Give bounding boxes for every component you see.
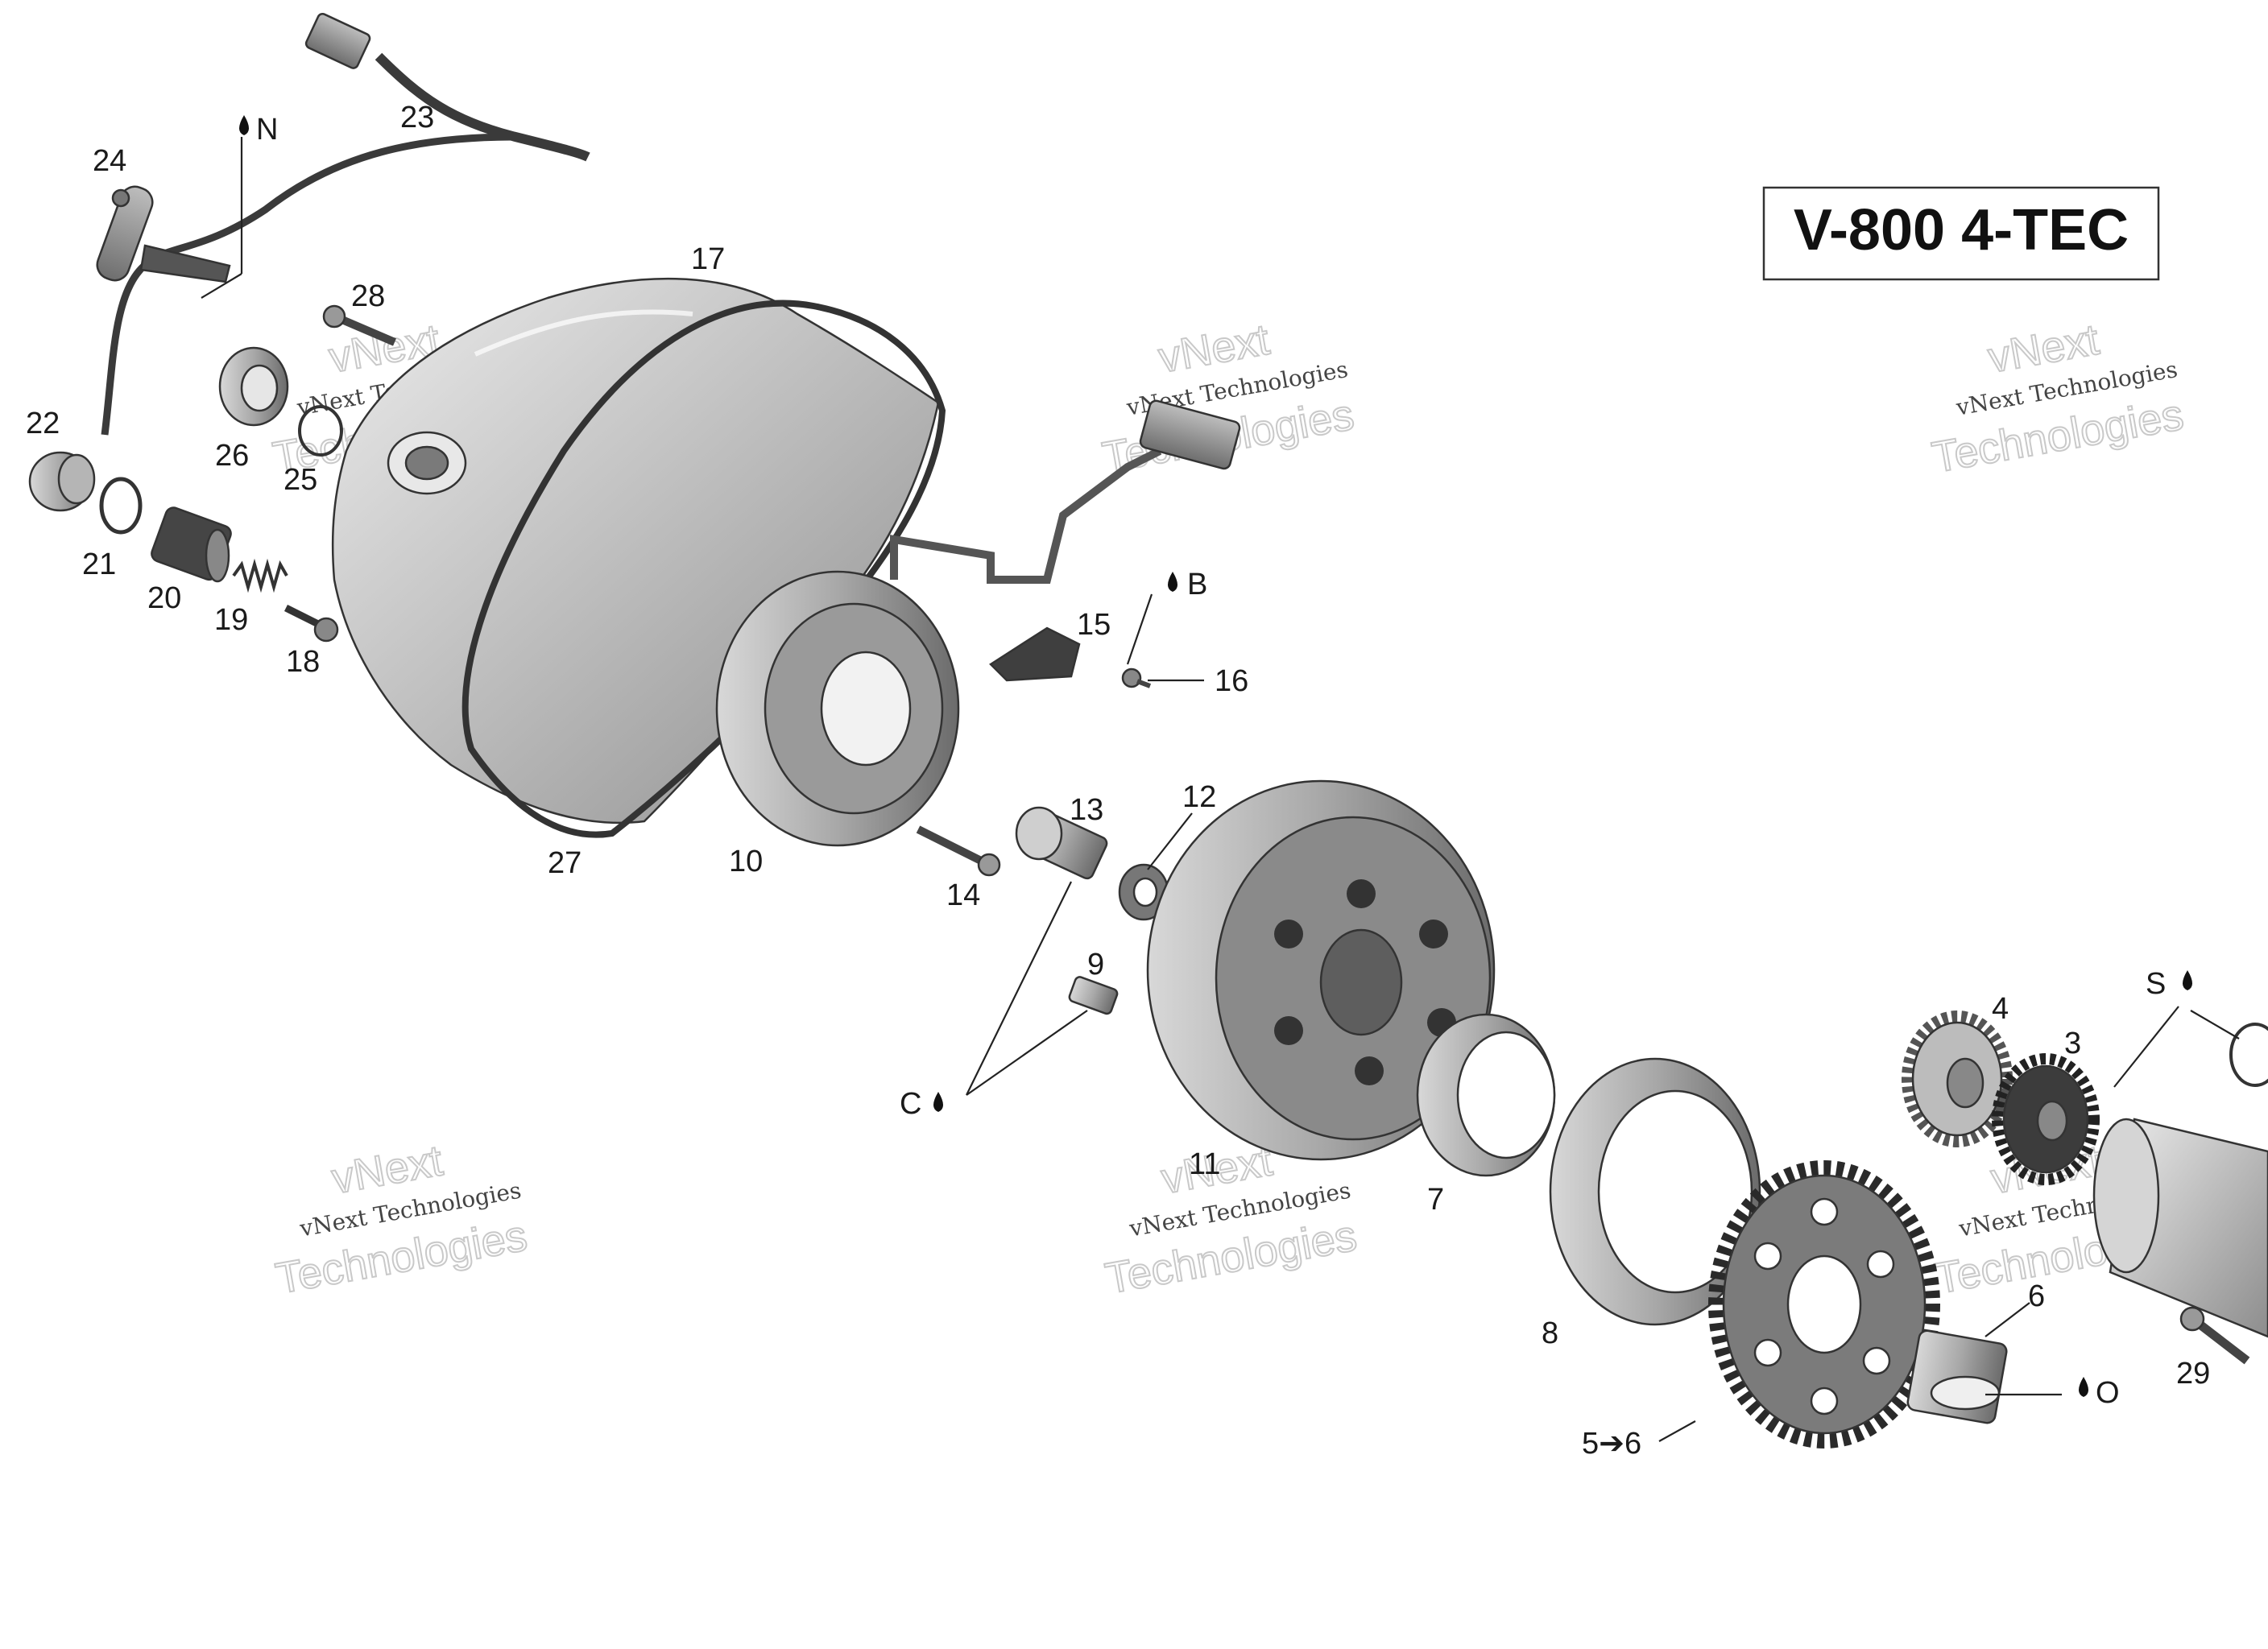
part-15-clip: [989, 626, 1081, 682]
callout-label: B: [1187, 568, 1207, 601]
callout-label: 5➔6: [1582, 1427, 1641, 1461]
drop-icon: [2183, 970, 2192, 990]
callout-label: 29: [2176, 1357, 2210, 1391]
part-14-screw: [916, 825, 1001, 877]
part-19-spring: [232, 558, 288, 593]
part-20-sleeve: [151, 506, 232, 583]
part-26-seal: [218, 346, 289, 427]
part-25-o-ring: [298, 405, 343, 457]
callout-label: 22: [26, 407, 60, 440]
drop-icon: [239, 115, 249, 135]
callout-label: 15: [1077, 608, 1111, 642]
part-10-stator: [715, 570, 960, 847]
part-16-screw: [1121, 667, 1152, 688]
part-28-screw: [322, 304, 396, 346]
drop-icon: [1168, 572, 1177, 592]
callout-label: C: [900, 1087, 921, 1121]
part-8-plate: [1549, 1057, 1761, 1326]
callout-label: 8: [1542, 1316, 1558, 1350]
callout-label: 14: [946, 878, 980, 912]
callout-labels: 23 24 N 17 28 22 26 25 21 20 19 18 15 B …: [26, 101, 2210, 1461]
callout-label: 6: [2028, 1279, 2045, 1313]
lubricant-drops: [239, 115, 2192, 1397]
drop-icon: [933, 1092, 943, 1112]
callout-label: 12: [1182, 780, 1216, 814]
part-21-o-ring: [99, 477, 143, 535]
callout-label: 19: [214, 603, 248, 637]
callout-label: 27: [548, 846, 581, 880]
callout-label: 28: [351, 279, 385, 313]
watermark: vNext vNext Technologies Technologies: [1928, 315, 2188, 483]
leader-lines: [201, 137, 2240, 1442]
callout-label: 7: [1427, 1183, 1444, 1217]
part-29-screw: [2179, 1306, 2250, 1365]
part-24-speed-sensor: [96, 185, 231, 283]
part-6-bushing: [1906, 1329, 2008, 1424]
part-7-bearing: [1416, 1013, 1556, 1177]
part-9-screw: [1068, 976, 1119, 1015]
callout-label: 4: [1992, 992, 2009, 1026]
stator-connector: [1139, 399, 1241, 470]
part-27-gasket: [461, 300, 946, 838]
callout-label: 16: [1215, 664, 1248, 698]
callout-label: 9: [1087, 948, 1104, 982]
part-22-plug: [28, 451, 96, 512]
part-11-flywheel: [1146, 779, 1496, 1161]
drop-icon: [2079, 1377, 2088, 1397]
callout-label: 21: [82, 548, 116, 581]
part-13-flywheel-bolt: [1015, 806, 1108, 880]
part-4-idler-gear: [1902, 1010, 2013, 1147]
callout-label: 17: [691, 242, 725, 276]
callout-label: 18: [286, 645, 320, 679]
callout-label: 24: [93, 144, 126, 178]
callout-label: N: [256, 113, 278, 147]
part-17-magneto-cover: [331, 277, 940, 824]
callout-label: 11: [1189, 1147, 1220, 1181]
watermark: vNext vNext Technologies Technologies: [271, 1135, 532, 1304]
callout-label: 13: [1070, 793, 1103, 827]
callout-label: 26: [215, 439, 249, 473]
stator-wire: [890, 447, 1162, 584]
diagram-title: V-800 4-TEC: [1794, 198, 2129, 262]
part-3-idler-gear: [1992, 1053, 2100, 1185]
part-18-plunger: [284, 604, 339, 643]
callout-label: 20: [147, 581, 181, 615]
callout-label: 23: [400, 101, 434, 134]
callout-label: 25: [284, 463, 317, 497]
callout-label: 10: [729, 845, 763, 878]
callout-label: 3: [2064, 1027, 2081, 1060]
starter-motor: [2092, 1118, 2268, 1338]
callout-label: O: [2096, 1376, 2120, 1410]
part-23-sensor-harness: [101, 12, 590, 436]
callout-label: S: [2146, 967, 2166, 1001]
part-s-o-ring: [2229, 1023, 2268, 1087]
part-12-washer: [1118, 863, 1169, 921]
title-box: V-800 4-TEC: [1762, 186, 2160, 281]
part-5-starter-gear: [1708, 1160, 1940, 1449]
